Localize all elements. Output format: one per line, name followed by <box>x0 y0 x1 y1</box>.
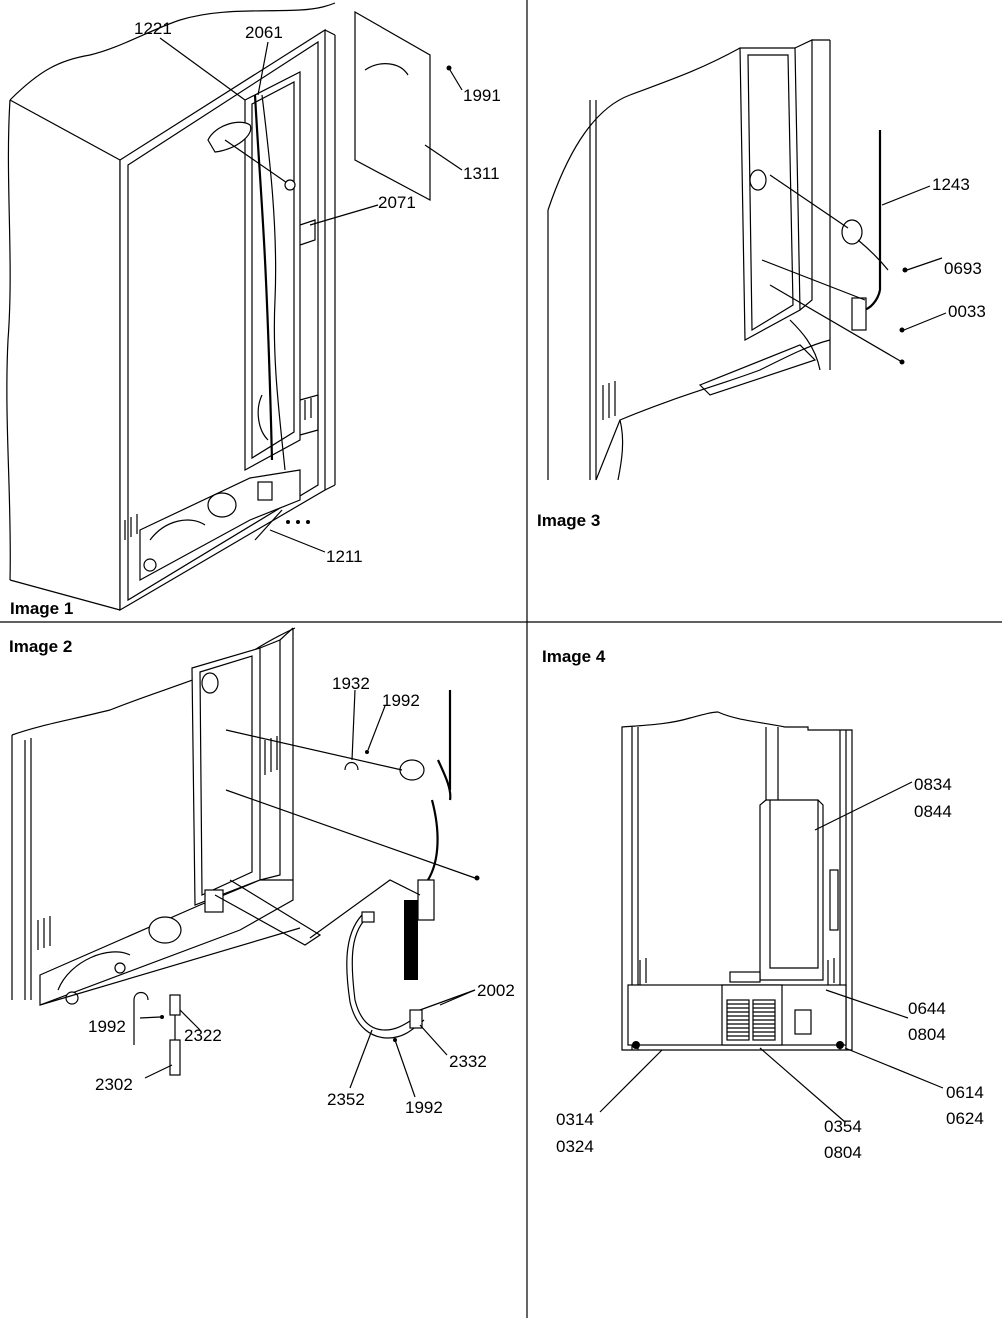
callout-0314: 0314 <box>556 1110 594 1129</box>
callout-1992-c: 1992 <box>405 1098 443 1117</box>
callout-0644: 0644 <box>908 999 946 1018</box>
callout-1311: 1311 <box>463 164 500 183</box>
callout-1992-a: 1992 <box>382 691 420 710</box>
callout-0834: 0834 <box>914 775 952 794</box>
callout-0614: 0614 <box>946 1083 984 1102</box>
callout-0033: 0033 <box>948 302 986 321</box>
callout-2302: 2302 <box>95 1075 133 1094</box>
callout-2071: 2071 <box>378 193 416 212</box>
callout-1991: 1991 <box>463 86 501 105</box>
callout-1992-b: 1992 <box>88 1017 126 1036</box>
image3-caption: Image 3 <box>537 511 600 530</box>
callout-0354: 0354 <box>824 1117 862 1136</box>
image4-caption: Image 4 <box>542 647 606 666</box>
callout-2352: 2352 <box>327 1090 365 1109</box>
image1-drawing <box>6 2 463 612</box>
image1-caption: Image 1 <box>10 599 73 618</box>
callout-1932: 1932 <box>332 674 370 693</box>
image3-callouts: 1243 0693 0033 Image 3 <box>537 175 986 530</box>
callout-1243: 1243 <box>932 175 970 194</box>
image2-callouts: 1932 1992 2002 1992 2322 2302 2332 2352 … <box>9 637 515 1117</box>
image3-drawing <box>547 39 947 481</box>
callout-0624: 0624 <box>946 1109 984 1128</box>
callout-2061: 2061 <box>245 23 283 42</box>
callout-1211: 1211 <box>326 547 363 566</box>
callout-0804-b: 0804 <box>824 1143 862 1162</box>
condenser-grille <box>726 999 776 1041</box>
image1-callouts: 1221 2061 1991 1311 2071 1211 Image 1 <box>10 19 501 618</box>
callout-1221: 1221 <box>134 19 172 38</box>
callout-2002: 2002 <box>477 981 515 1000</box>
callout-2322: 2322 <box>184 1026 222 1045</box>
image4-callouts: 0834 0844 0644 0804 0614 0624 0314 0324 … <box>542 647 984 1162</box>
image2-caption: Image 2 <box>9 637 72 656</box>
callout-0804-a: 0804 <box>908 1025 946 1044</box>
callout-0693: 0693 <box>944 259 982 278</box>
callout-0844: 0844 <box>914 802 952 821</box>
callout-0324: 0324 <box>556 1137 594 1156</box>
image4-drawing <box>599 711 944 1123</box>
callout-2332: 2332 <box>449 1052 487 1071</box>
image2-drawing <box>11 627 480 1098</box>
